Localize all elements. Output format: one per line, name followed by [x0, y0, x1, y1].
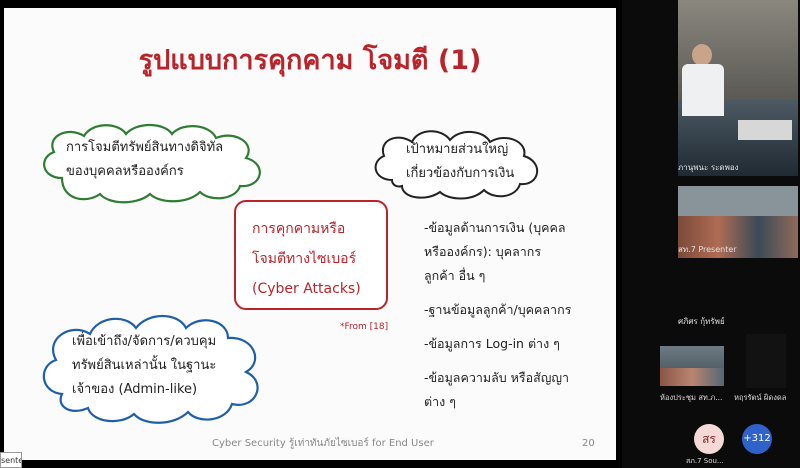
slide-footer: Cyber Security รู้เท่าทันภัยไซเบอร์ for …: [212, 438, 434, 449]
cloud-line: เกี่ยวข้องกับการเงิน: [406, 166, 515, 181]
list-item: -ข้อมูลความลับ หรือสัญญา ต่าง ๆ: [424, 370, 570, 409]
video-tile-room[interactable]: สท.7 Presenter: [678, 186, 798, 258]
list-item: -ข้อมูลการ Log-in ต่าง ๆ: [424, 336, 560, 351]
participants-panel: ภานุพนะ ระดพอง สท.7 Presenter ศภิศร กุ้ท…: [622, 0, 800, 468]
more-participants-button[interactable]: +312: [742, 424, 772, 454]
participant-name: ภานุพนะ ระดพอง: [678, 163, 739, 172]
avatar-label: สภ.7 Sou...: [686, 457, 724, 465]
cloud-line: การโจมตีทรัพย์สินทางดิจิทัล: [66, 140, 224, 155]
participant-name: ศภิศร กุ้ทรัพย์: [678, 317, 725, 326]
cloud-line: ของบุคคลหรือองค์กร: [66, 164, 184, 179]
video-tile-off[interactable]: ศภิศร กุ้ทรัพย์: [678, 264, 798, 330]
video-tile-meeting-room[interactable]: [660, 346, 724, 386]
shared-slide: รูปแบบการคุกคาม โจมตี (1) การโจมตีทรัพย์…: [4, 8, 616, 460]
slide-title: รูปแบบการคุกคาม โจมตี (1): [138, 45, 482, 76]
participant-name: ห้องประชุม สท.ภ...: [660, 393, 723, 402]
page-number: 20: [582, 438, 595, 449]
participant-name: หฤรรัตน์ ผิดงดล: [734, 393, 787, 402]
center-line: (Cyber Attacks): [252, 281, 361, 297]
cloud-admin-access: เพื่อเข้าถึง/จัดการ/ควบคุม ทรัพย์สินเหล่…: [32, 306, 276, 428]
center-line: การคุกคามหรือ: [252, 221, 346, 237]
list-item: -ข้อมูลด้านการเงิน (บุคคล หรือองค์กร): บ…: [424, 220, 566, 283]
video-tile-dark[interactable]: [746, 334, 786, 388]
target-list: -ข้อมูลด้านการเงิน (บุคคล หรือองค์กร): บ…: [424, 216, 614, 424]
center-line: โจมตีทางไซเบอร์: [252, 251, 357, 267]
list-item: -ฐานข้อมูลลูกค้า/บุคคลากร: [424, 302, 572, 317]
cloud-line: เจ้าของ (Admin-like): [72, 382, 198, 397]
cloud-line: ทรัพย์สินเหล่านั้น ในฐานะ: [72, 358, 217, 373]
avatar[interactable]: สร: [694, 424, 724, 454]
cloud-financial-target: เป้าหมายส่วนใหญ่ เกี่ยวข้องกับการเงิน: [366, 124, 552, 204]
cloud-line: เพื่อเข้าถึง/จัดการ/ควบคุม: [72, 334, 217, 349]
video-tile-presenter[interactable]: ภานุพนะ ระดพอง: [678, 0, 798, 176]
participant-name: สท.7 Presenter: [678, 245, 737, 254]
cloud-digital-assets: การโจมตีทรัพย์สินทางดิจิทัล ของบุคคลหรือ…: [32, 118, 276, 206]
citation-note: *From [18]: [340, 322, 389, 332]
cyber-attacks-box: การคุกคามหรือ โจมตีทางไซเบอร์ (Cyber Att…: [234, 200, 388, 310]
presenter-tag: senter: [0, 452, 22, 468]
cloud-line: เป้าหมายส่วนใหญ่: [406, 142, 509, 157]
